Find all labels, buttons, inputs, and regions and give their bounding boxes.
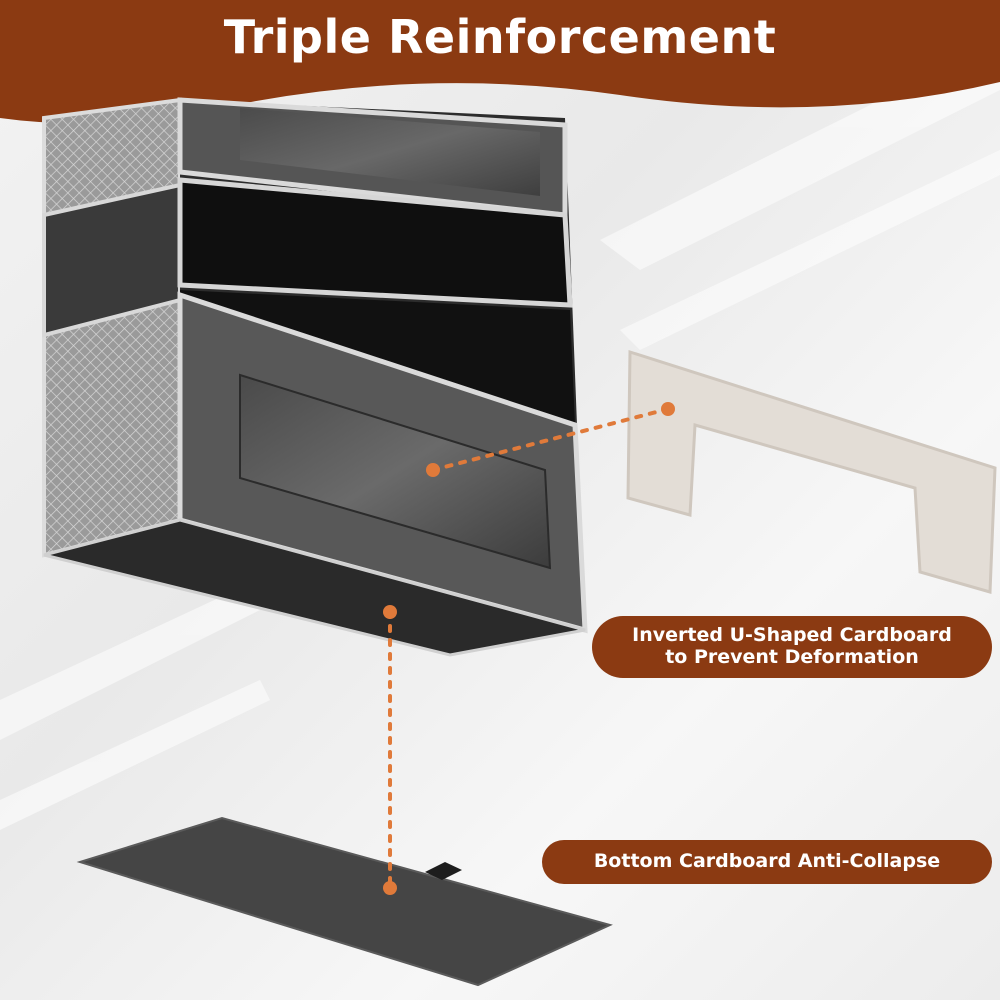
bottom-cardboard — [76, 816, 613, 987]
page-title: Triple Reinforcement — [223, 10, 777, 64]
callout-u-line2: to Prevent Deformation — [665, 646, 919, 668]
drawer-window — [239, 373, 552, 570]
marker-dot — [661, 402, 675, 416]
organizer-base — [43, 518, 586, 657]
callout-bottom-cardboard: Bottom Cardboard Anti-Collapse — [542, 840, 992, 884]
marker-dot — [383, 881, 397, 895]
callout-bottom-label: Bottom Cardboard Anti-Collapse — [593, 850, 941, 873]
connector-lines — [388, 407, 670, 890]
marker-dot — [383, 605, 397, 619]
connector-u-shaped — [431, 407, 670, 472]
header-band — [0, 0, 1000, 124]
open-shelf — [177, 177, 573, 308]
organizer — [42, 97, 588, 657]
u-shaped-cardboard — [626, 349, 997, 594]
callout-u-line1: Inverted U-Shaped Cardboard — [632, 624, 952, 647]
callout-u-shaped-cardboard: Inverted U-Shaped Cardboard to Prevent D… — [592, 616, 992, 678]
connector-dots — [383, 402, 675, 895]
marker-dot — [426, 463, 440, 477]
